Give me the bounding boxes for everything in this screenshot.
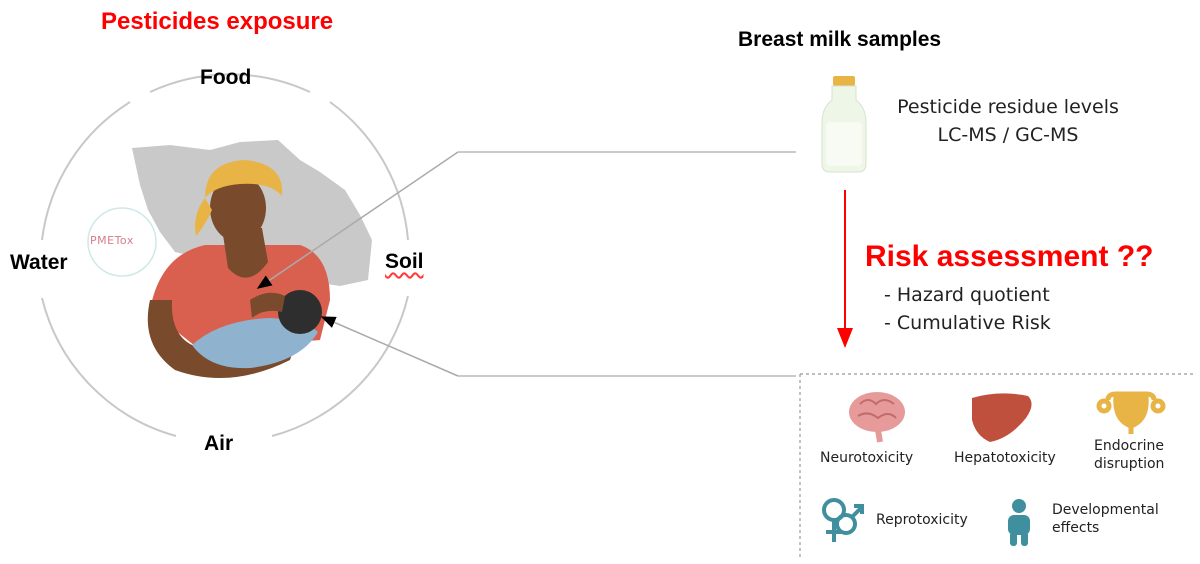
effect-repro-label: Reprotoxicity <box>876 512 968 528</box>
effect-endocrine-label-2: disruption <box>1094 456 1165 472</box>
route-water-label: Water <box>10 251 68 274</box>
mother-baby-illustration <box>147 160 330 378</box>
logo-text: PMETox <box>90 234 134 247</box>
route-soil-label: Soil <box>385 250 424 273</box>
route-food-label: Food <box>200 66 252 89</box>
connector-lines <box>256 151 796 377</box>
route-air-label: Air <box>204 432 234 455</box>
effect-neuro-label: Neurotoxicity <box>820 450 914 466</box>
risk-item-cumulative: - Cumulative Risk <box>884 312 1051 334</box>
logo-circle <box>87 207 157 277</box>
health-effects-box <box>799 373 1196 560</box>
effect-dev-label-2: effects <box>1052 520 1100 536</box>
brain-icon <box>849 392 905 443</box>
exposure-title: Pesticides exposure <box>101 8 334 35</box>
effect-hepato-label: Hepatotoxicity <box>954 450 1056 466</box>
uterus-icon <box>1096 391 1166 434</box>
milk-bottle-icon <box>821 76 867 173</box>
effect-dev-label-1: Developmental <box>1052 502 1159 518</box>
liver-icon <box>972 393 1032 442</box>
gender-icon <box>822 498 864 542</box>
analysis-line2: LC-MS / GC-MS <box>937 124 1079 146</box>
exposure-circle <box>41 73 409 437</box>
samples-title: Breast milk samples <box>738 28 942 51</box>
effect-endocrine-label-1: Endocrine <box>1094 438 1164 454</box>
analysis-line1: Pesticide residue levels <box>897 96 1119 118</box>
risk-item-hazard: - Hazard quotient <box>884 284 1050 306</box>
child-icon <box>1008 499 1030 546</box>
risk-title: Risk assessment ?? <box>865 240 1154 273</box>
